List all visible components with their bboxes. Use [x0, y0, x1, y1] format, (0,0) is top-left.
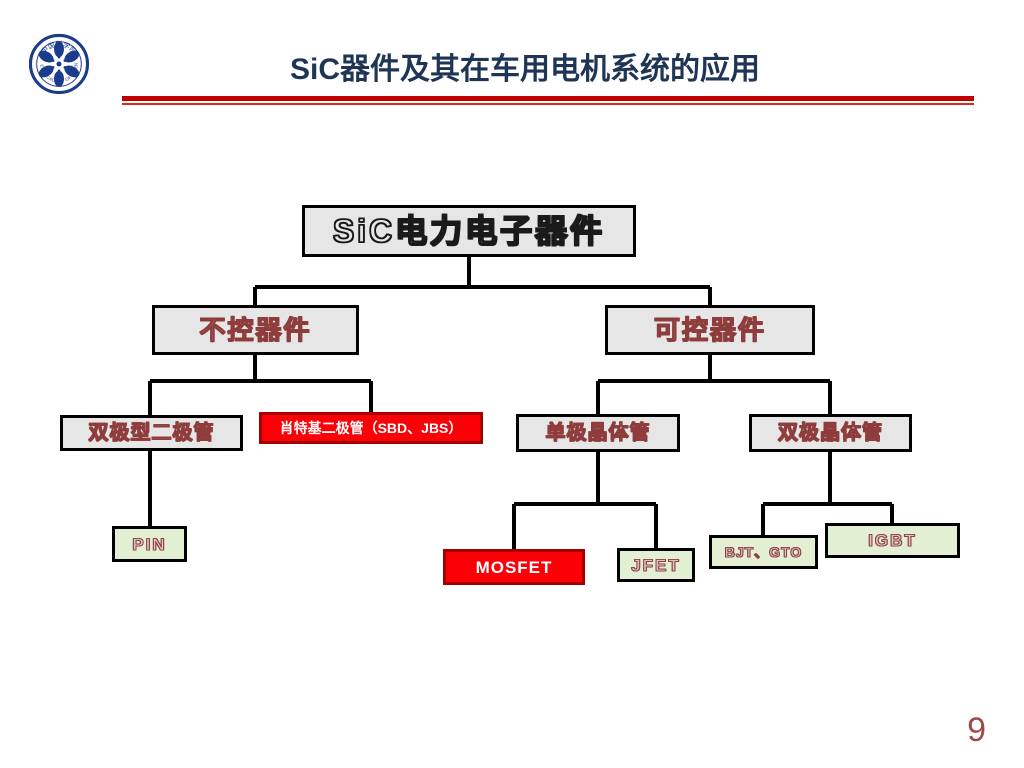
node-label: BJT、GTO	[724, 544, 803, 560]
node-jfet[interactable]: JFET	[617, 548, 695, 582]
node-label: 肖特基二极管（SBD、JBS）	[279, 420, 463, 436]
node-label: 可控器件	[653, 315, 766, 345]
header-divider-thin	[122, 103, 974, 105]
node-label: JFET	[631, 555, 681, 575]
svg-text:中国科学院: 中国科学院	[39, 40, 78, 56]
chinese-academy-of-sciences-logo: 中国科学院 CHINESE ACADEMY OF SCIENCES	[26, 29, 90, 95]
node-sic-power-electronic-devices[interactable]: SiC电力电子器件	[302, 205, 636, 257]
node-unipolar-transistor[interactable]: 单极晶体管	[516, 414, 680, 452]
node-schottky-diode[interactable]: 肖特基二极管（SBD、JBS）	[259, 412, 483, 444]
node-label: MOSFET	[475, 557, 553, 577]
node-label: 双极晶体管	[778, 422, 883, 444]
node-pin[interactable]: PIN	[112, 526, 187, 562]
header-divider-thick	[122, 96, 974, 101]
node-uncontrolled-devices[interactable]: 不控器件	[152, 305, 359, 355]
node-controlled-devices[interactable]: 可控器件	[605, 305, 815, 355]
node-bipolar-transistor[interactable]: 双极晶体管	[749, 414, 912, 452]
node-igbt[interactable]: IGBT	[825, 523, 960, 558]
page-number: 9	[967, 711, 986, 749]
node-label: SiC电力电子器件	[332, 213, 606, 249]
node-label: IGBT	[868, 531, 917, 550]
slide-header: 中国科学院 CHINESE ACADEMY OF SCIENCES SiC器件及…	[0, 0, 1024, 130]
node-label: PIN	[132, 534, 167, 554]
node-label: 双极型二极管	[88, 422, 215, 444]
node-bipolar-diode[interactable]: 双极型二极管	[60, 415, 243, 451]
node-mosfet[interactable]: MOSFET	[443, 549, 585, 585]
node-label: 单极晶体管	[545, 422, 651, 444]
node-bjt-gto[interactable]: BJT、GTO	[709, 535, 818, 569]
page-title: SiC器件及其在车用电机系统的应用	[289, 53, 760, 86]
node-label: 不控器件	[199, 315, 312, 345]
